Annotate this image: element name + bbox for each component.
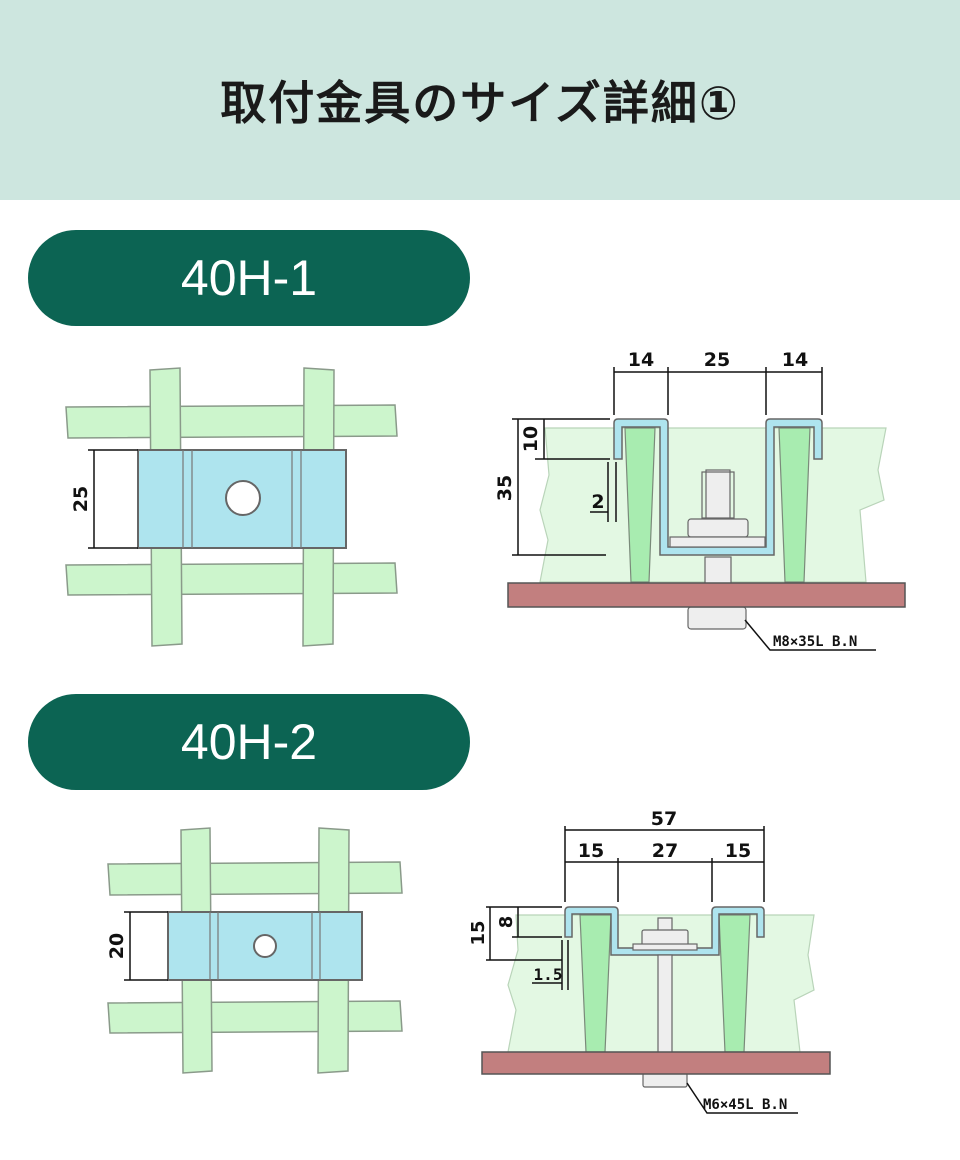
dim-label-top-center: 25 <box>704 349 730 371</box>
dim-label-top-center: 27 <box>652 840 678 862</box>
plan-view-40h-1: 25 <box>65 367 398 647</box>
dim-label-20: 20 <box>106 933 128 959</box>
page-title: 取付金具のサイズ詳細① <box>220 76 740 130</box>
dimension-lines <box>486 826 798 1114</box>
clip-channel <box>613 418 823 556</box>
dim-label-height: 35 <box>494 475 516 501</box>
bolt-note: M6×45L B.N <box>703 1097 787 1113</box>
dim-label-top-left: 14 <box>628 349 654 371</box>
bolt <box>632 917 698 1088</box>
dimension-lines <box>512 367 876 651</box>
plan-view-40h-2: 20 <box>106 827 403 1074</box>
bearing-bar-right <box>778 427 811 583</box>
dim-label-top-right: 14 <box>782 349 808 371</box>
base-plate <box>481 1051 831 1075</box>
section-label-40h-2: 40H-2 <box>28 694 470 790</box>
section-view-40h-2: 57 15 27 15 8 15 1.5 M6×45L B.N <box>468 808 831 1114</box>
clip-channel <box>564 906 765 956</box>
section-label-40h-1: 40H-1 <box>28 230 470 326</box>
dim-label-thickness: 1.5 <box>534 965 563 984</box>
bearing-bar-left <box>624 427 656 583</box>
dim-label-height: 15 <box>468 920 489 945</box>
base-plate <box>507 582 906 608</box>
bolt <box>669 469 766 630</box>
bearing-bar-right <box>718 914 751 1053</box>
clip-plate <box>137 449 347 549</box>
dim-label-top-left: 15 <box>578 840 604 862</box>
dim-label-total: 57 <box>651 808 677 830</box>
dimension-height <box>88 449 138 549</box>
section-view-40h-1: 14 25 14 10 35 2 M8×35L B.N <box>494 349 906 651</box>
dim-label-thickness: 2 <box>591 491 604 513</box>
clip-plate <box>167 911 363 981</box>
header-banner: 取付金具のサイズ詳細① <box>0 0 960 200</box>
dim-label-flange: 8 <box>496 916 517 929</box>
bolt-note: M8×35L B.N <box>773 634 857 650</box>
dim-label-flange: 10 <box>520 426 542 452</box>
dimension-height <box>124 911 168 981</box>
dim-label-25: 25 <box>70 486 92 512</box>
bearing-bar-left <box>579 914 612 1053</box>
dim-label-top-right: 15 <box>725 840 751 862</box>
